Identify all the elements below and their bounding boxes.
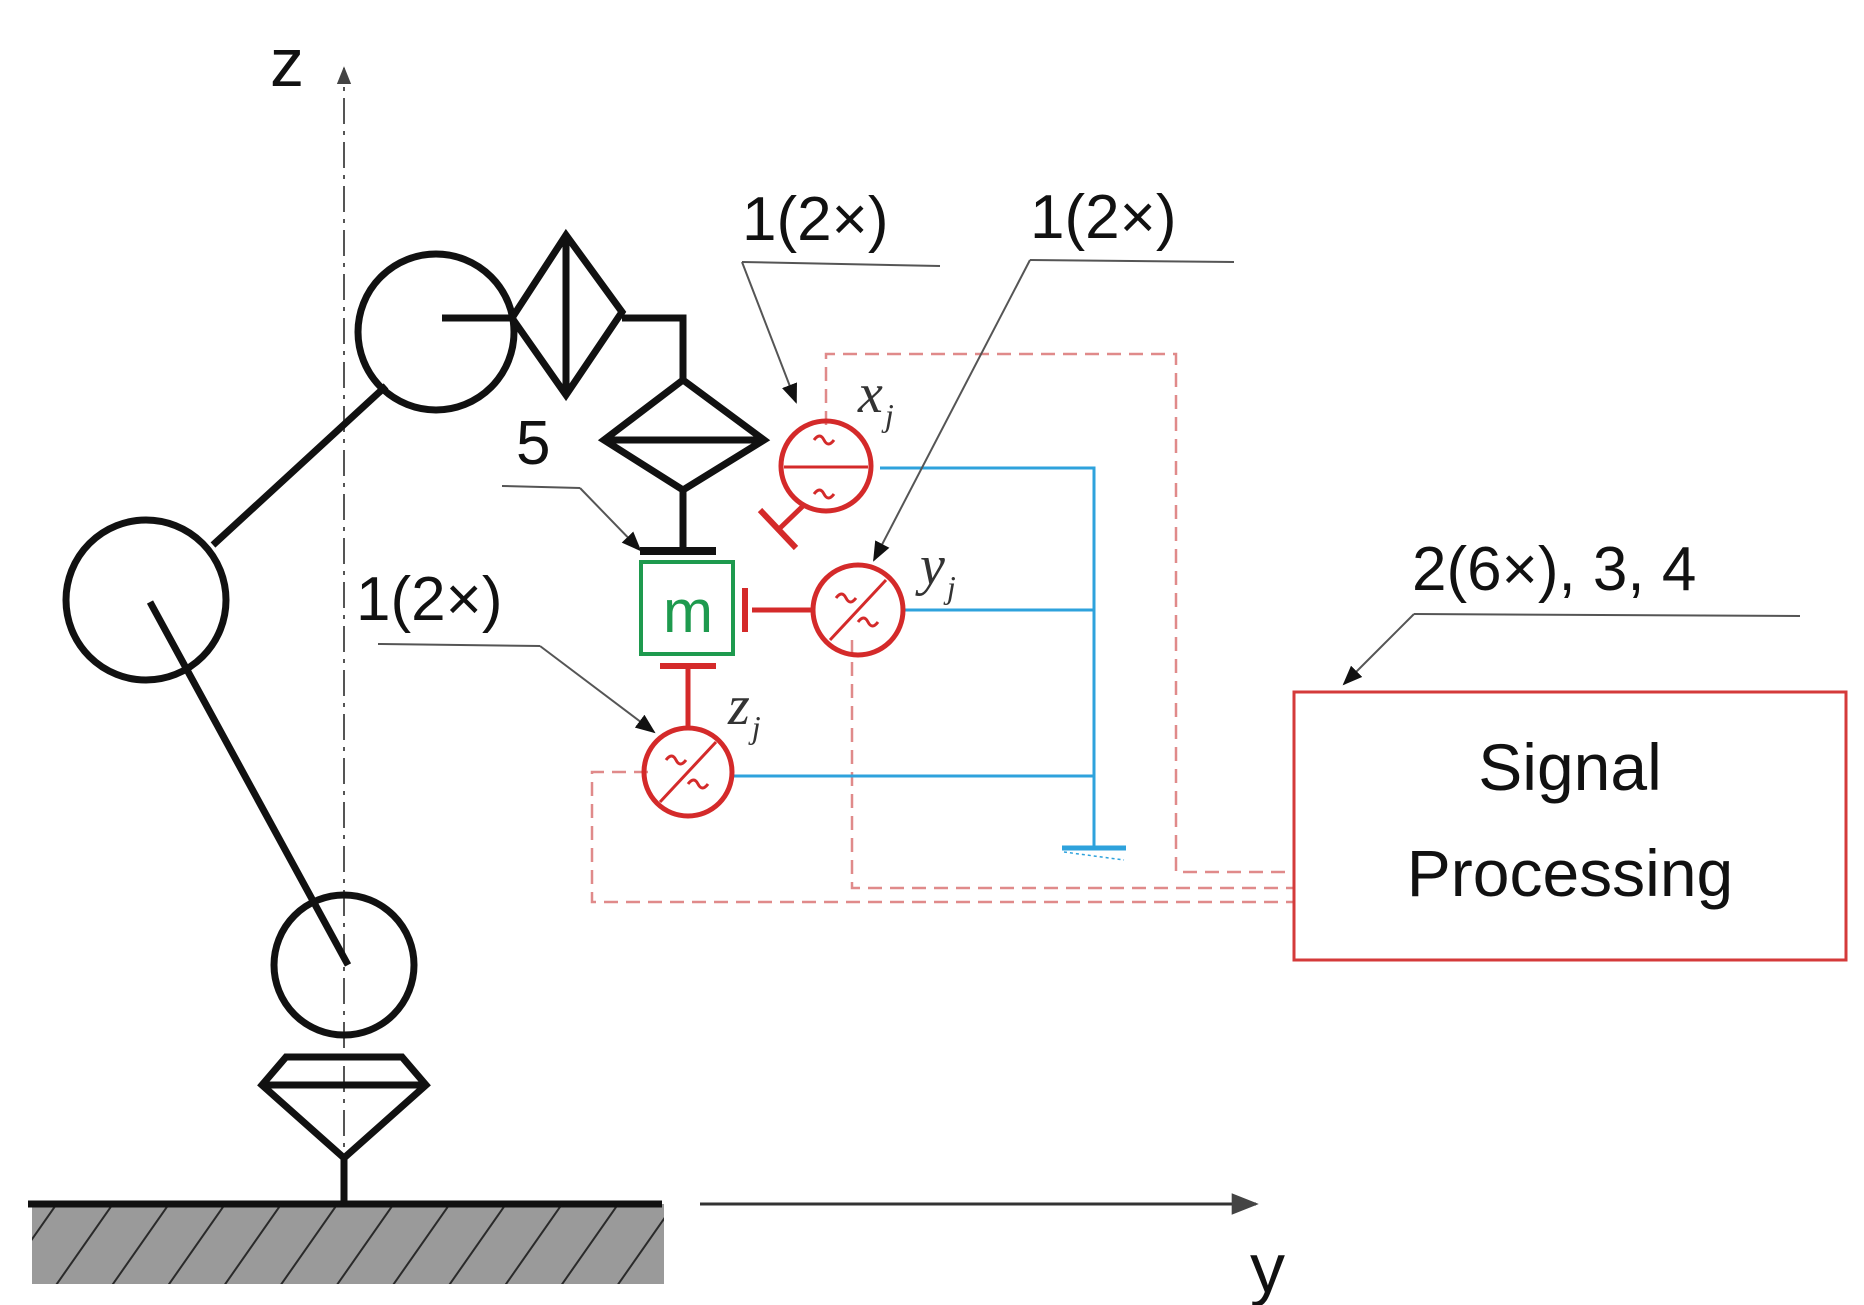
svg-text:m: m [663,578,713,645]
sensor-x [757,418,874,551]
sensor-x-label: xj [857,363,894,433]
lower-link [146,600,352,967]
callout-sensor-x: 1(2×) [741,185,941,404]
upper-link [210,383,389,548]
svg-text:1(2×): 1(2×) [356,565,502,634]
callout-processor: 2(6×), 3, 4 [1342,535,1801,686]
svg-text:1(2×): 1(2×) [1030,183,1176,252]
shoulder-joint [270,891,418,1039]
svg-text:Processing: Processing [1407,836,1734,910]
base-revolute-joint [257,1053,431,1163]
signal-links [590,352,1294,904]
sensor-y-label: yj [915,535,956,605]
test-mass: m [639,560,735,656]
callout-sensor-y: 1(2×) [873,183,1235,562]
svg-text:Signal: Signal [1478,730,1661,804]
wrist-revolute-joint [507,228,627,402]
sensor-z-label: zj [727,675,761,745]
sensor-z [641,663,735,819]
ground [28,1200,664,1284]
z-axis-label: z [270,25,304,101]
robot-arm [62,228,771,1204]
elbow-joint [62,516,230,684]
signal-processing-box: Signal Processing [1292,690,1848,962]
tool-revolute-joint [597,375,771,495]
sensor-wiring [734,466,1126,861]
svg-text:5: 5 [516,409,550,478]
wrist-joint [354,250,518,414]
callout-sensor-z: 1(2×) [356,565,656,734]
svg-text:2(6×), 3, 4: 2(6×), 3, 4 [1412,535,1696,604]
y-axis-label: y [1250,1229,1285,1305]
callout-mass: 5 [501,409,642,552]
sensor-y [742,562,906,658]
svg-text:1(2×): 1(2×) [742,185,888,254]
